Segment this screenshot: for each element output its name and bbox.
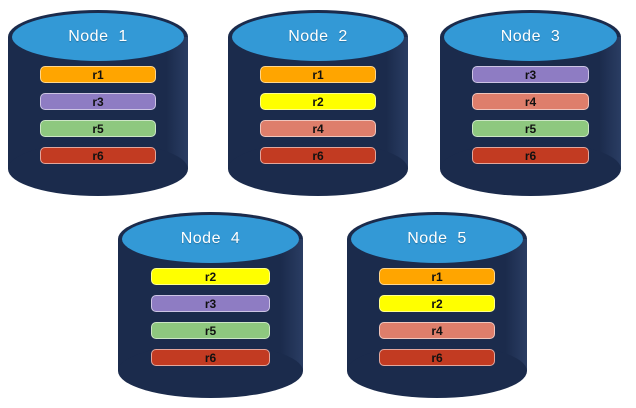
replica-bar: r4 (379, 322, 495, 339)
replica-bar-label: r1 (431, 269, 443, 284)
node-title: Node 5 (407, 230, 467, 247)
replica-bar: r6 (472, 147, 589, 164)
replica-bar-label: r6 (92, 148, 104, 163)
replica-bar-label: r2 (204, 269, 217, 284)
replica-bar: r2 (151, 268, 270, 285)
replica-bar-label: r4 (312, 121, 324, 136)
replica-bar-list: r1 r2 r4 r6 (347, 268, 527, 366)
cylinder-top-face: Node 1 (12, 13, 184, 61)
replica-bar-label: r4 (524, 94, 537, 109)
replica-bar: r6 (260, 147, 376, 164)
replica-bar: r6 (379, 349, 495, 366)
node-title: Node 3 (500, 28, 561, 45)
node-title: Node 2 (288, 28, 348, 45)
node-cylinder-3: Node 3 r3 r4 r5 r6 (440, 10, 621, 196)
replica-bar-label: r2 (431, 296, 443, 311)
replica-bar-label: r5 (524, 121, 537, 136)
replica-bar-list: r3 r4 r5 r6 (440, 66, 621, 164)
replica-bar: r5 (40, 120, 156, 137)
replica-bar: r4 (472, 93, 589, 110)
replica-bar: r1 (40, 66, 156, 83)
node-title: Node 1 (68, 28, 128, 45)
replica-bar-list: r1 r3 r5 r6 (8, 66, 188, 164)
replica-bar: r2 (379, 295, 495, 312)
replica-bar: r3 (151, 295, 270, 312)
node-title: Node 4 (180, 230, 241, 247)
replica-bar: r5 (472, 120, 589, 137)
replica-bar: r3 (40, 93, 156, 110)
replica-bar-label: r1 (92, 67, 104, 82)
node-cylinder-2: Node 2 r1 r2 r4 r6 (228, 10, 408, 196)
replica-bar-list: r1 r2 r4 r6 (228, 66, 408, 164)
replica-bar-label: r2 (312, 94, 324, 109)
replica-bar: r1 (379, 268, 495, 285)
replica-bar: r6 (40, 147, 156, 164)
node-cylinder-4: Node 4 r2 r3 r5 r6 (118, 212, 303, 398)
replica-bar: r1 (260, 66, 376, 83)
replica-bar-label: r4 (431, 323, 443, 338)
replica-bar-label: r5 (92, 121, 104, 136)
replica-bar-label: r3 (204, 296, 217, 311)
replica-bar-label: r3 (524, 67, 537, 82)
replica-bar-label: r6 (312, 148, 324, 163)
replica-bar-list: r2 r3 r5 r6 (118, 268, 303, 366)
replica-bar-label: r6 (204, 350, 217, 365)
replica-bar-label: r6 (524, 148, 537, 163)
cylinder-top-face: Node 3 (444, 13, 617, 61)
node-cylinder-5: Node 5 r1 r2 r4 r6 (347, 212, 527, 398)
node-cylinder-1: Node 1 r1 r3 r5 r6 (8, 10, 188, 196)
replica-bar-label: r5 (204, 323, 217, 338)
replica-bar: r3 (472, 66, 589, 83)
replica-bar-label: r6 (431, 350, 443, 365)
cylinder-top-face: Node 2 (232, 13, 404, 61)
replica-bar: r5 (151, 322, 270, 339)
replica-bar-label: r3 (92, 94, 104, 109)
replica-bar: r2 (260, 93, 376, 110)
replica-bar: r4 (260, 120, 376, 137)
replica-bar: r6 (151, 349, 270, 366)
replica-bar-label: r1 (312, 67, 324, 82)
cylinder-top-face: Node 4 (122, 215, 299, 263)
cylinder-top-face: Node 5 (351, 215, 523, 263)
